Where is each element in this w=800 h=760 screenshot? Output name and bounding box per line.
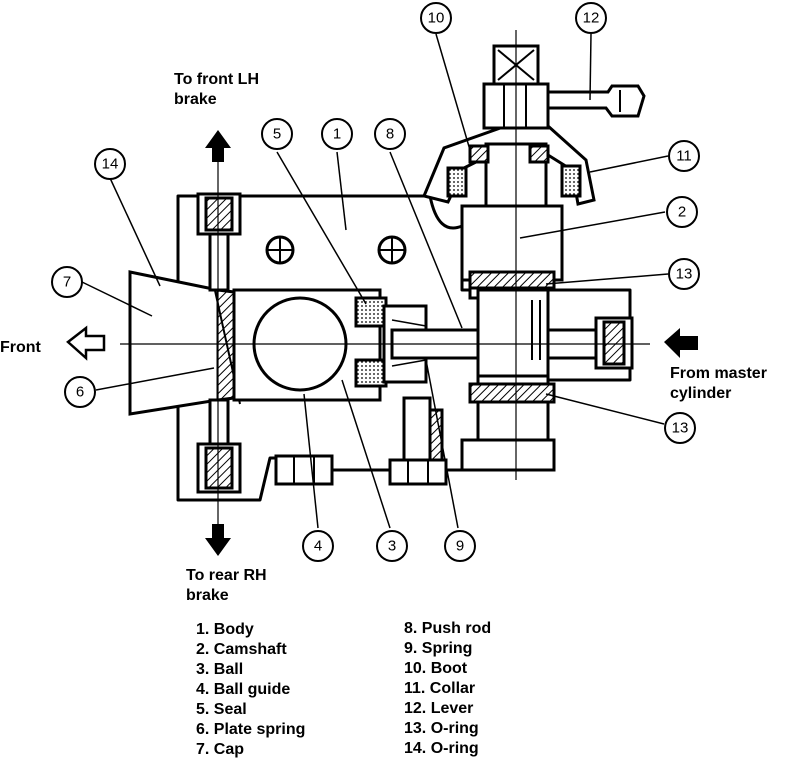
callout-8: 8 <box>374 118 406 150</box>
label-to-rear-rh-line2: brake <box>186 587 229 604</box>
callout-3: 3 <box>376 530 408 562</box>
legend-item-push-rod: 8. Push rod <box>404 620 492 637</box>
legend-item-lever: 12. Lever <box>404 700 474 717</box>
svg-text:13: 13 <box>672 420 689 437</box>
svg-text:13: 13 <box>676 266 693 283</box>
arrow-up-icon <box>205 130 231 162</box>
svg-text:4: 4 <box>314 538 322 555</box>
boot <box>468 142 550 208</box>
callout-13-lower: 13 <box>664 412 696 444</box>
callout-1: 1 <box>321 118 353 150</box>
callout-2: 2 <box>666 196 698 228</box>
svg-text:10: 10 <box>428 10 445 27</box>
callout-12: 12 <box>575 2 607 34</box>
legend-item-spring: 9. Spring <box>404 640 473 657</box>
svg-text:1: 1 <box>333 126 341 143</box>
svg-text:7: 7 <box>63 274 71 291</box>
cap <box>128 270 241 416</box>
legend-item-o-ring-2: 14. O-ring <box>404 740 479 757</box>
mount-hole-left <box>265 235 295 265</box>
arrow-down-icon <box>205 524 231 556</box>
callout-10: 10 <box>420 2 452 34</box>
callout-11: 11 <box>668 140 700 172</box>
label-from-master: From master <box>670 365 767 382</box>
svg-text:8: 8 <box>386 126 394 143</box>
label-to-front-lh-line2: brake <box>174 91 217 108</box>
callout-14: 14 <box>94 148 126 180</box>
leader-lines <box>81 33 669 529</box>
bottom-nut-left <box>274 454 334 486</box>
svg-text:3: 3 <box>388 538 396 555</box>
legend-item-camshaft: 2. Camshaft <box>196 641 287 658</box>
camshaft <box>460 204 564 472</box>
lower-port <box>196 398 242 494</box>
legend-item-ball: 3. Ball <box>196 661 244 678</box>
label-from-master-line2: cylinder <box>670 385 731 402</box>
svg-text:11: 11 <box>676 148 692 165</box>
svg-text:2: 2 <box>678 204 686 221</box>
callout-7: 7 <box>51 266 83 298</box>
svg-text:9: 9 <box>456 538 464 555</box>
svg-text:14: 14 <box>102 156 119 173</box>
legend-item-ball-guide: 4. Ball guide <box>196 681 291 698</box>
lever <box>546 84 646 118</box>
svg-text:12: 12 <box>583 10 600 27</box>
callout-5: 5 <box>261 118 293 150</box>
svg-text:5: 5 <box>273 126 281 143</box>
legend-item-plate-spring: 6. Plate spring <box>196 721 306 738</box>
svg-text:6: 6 <box>76 384 84 401</box>
callout-13-upper: 13 <box>668 258 700 290</box>
legend-item-collar: 11. Collar <box>404 680 476 697</box>
arrow-left-outline-icon <box>66 325 106 361</box>
legend-item-body: 1. Body <box>196 621 254 638</box>
legend-item-o-ring: 13. O-ring <box>404 720 479 737</box>
label-to-rear-rh: To rear RH <box>186 567 267 584</box>
mount-hole-right <box>377 235 407 265</box>
legend-item-seal: 5. Seal <box>196 701 247 718</box>
callout-9: 9 <box>444 530 476 562</box>
upper-port <box>196 192 242 292</box>
label-to-front-lh: To front LH <box>174 71 259 88</box>
arrow-left-solid-icon <box>664 328 698 358</box>
bottom-nut-right <box>388 458 448 486</box>
callout-6: 6 <box>64 376 96 408</box>
callout-4: 4 <box>302 530 334 562</box>
label-front: Front <box>0 339 42 356</box>
center-lines <box>120 30 650 530</box>
legend-item-boot: 10. Boot <box>404 660 468 677</box>
legend-item-cap: 7. Cap <box>196 741 245 758</box>
